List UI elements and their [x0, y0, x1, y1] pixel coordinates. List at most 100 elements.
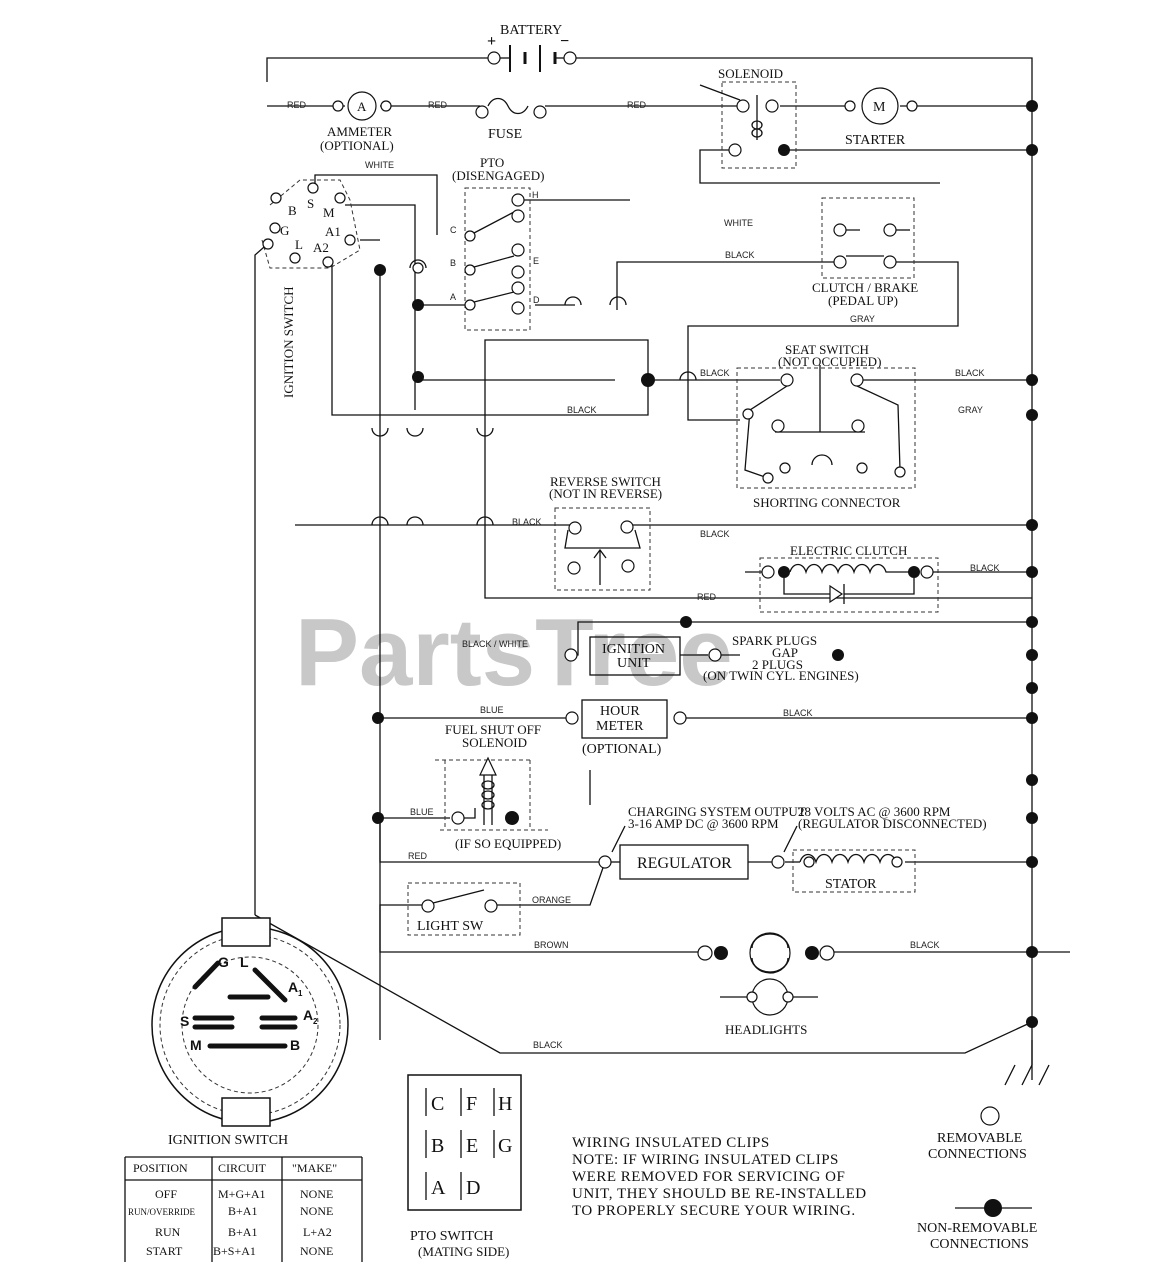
ign-face-l: L [240, 954, 249, 970]
reverse-switch-label: REVERSE SWITCH [550, 474, 661, 489]
fuse-label: FUSE [488, 127, 522, 142]
spark-plugs-label-3: 2 PLUGS [752, 657, 803, 672]
removable-connection-symbol [980, 1106, 1000, 1126]
ign-face-a1: A [288, 979, 298, 995]
charging-label-1: CHARGING SYSTEM OUTPUT [628, 804, 806, 819]
regulator-label: REGULATOR [637, 855, 732, 872]
note-line: WERE REMOVED FOR SERVICING OF [572, 1169, 845, 1185]
light-sw-label: LIGHT SW [417, 919, 484, 934]
ignition-switch-label: IGNITION SWITCH [281, 286, 296, 398]
table-cell: L+A2 [303, 1225, 332, 1239]
note-line: UNIT, THEY SHOULD BE RE-INSTALLED [572, 1186, 867, 1202]
fuel-solenoid-label-2: SOLENOID [462, 735, 527, 750]
fuel-equipped-label: (IF SO EQUIPPED) [455, 836, 561, 851]
table-header: "MAKE" [292, 1161, 337, 1175]
spark-plugs-label-1: SPARK PLUGS [732, 633, 817, 648]
wire-label: RED [408, 851, 428, 861]
hour-meter-optional: (OPTIONAL) [582, 742, 662, 757]
pto-pin-c: C [450, 225, 457, 235]
wire-label: RED [697, 592, 717, 602]
ign-face-a2: A [303, 1007, 313, 1023]
fuse: FUSE [475, 97, 547, 142]
table-header: POSITION [133, 1161, 188, 1175]
hour-meter-label-1: HOUR [600, 704, 640, 719]
ignition-unit: IGNITION UNIT SPARK PLUGS GAP 2 PLUGS (O… [564, 616, 859, 683]
starter-letter: M [873, 100, 886, 115]
pto-switch-label: PTO SWITCH [410, 1229, 493, 1244]
battery-plus: + [487, 33, 496, 50]
clutch-brake-label: CLUTCH / BRAKE [812, 280, 918, 295]
ammeter: A AMMETER (OPTIONAL) [320, 91, 394, 153]
note-line: NOTE: IF WIRING INSULATED CLIPS [572, 1152, 839, 1168]
wire-label: ORANGE [532, 895, 571, 905]
note-line: TO PROPERLY SECURE YOUR WIRING. [572, 1203, 856, 1219]
wire-label: GRAY [850, 314, 875, 324]
bus-connections [372, 100, 1038, 1028]
light-switch: LIGHT SW [407, 882, 521, 936]
pto-pin-e: E [533, 256, 539, 266]
wire-label: BROWN [534, 940, 569, 950]
ign-pin-l: L [295, 237, 303, 252]
seat-switch: SEAT SWITCH (NOT OCCUPIED) SHORTING CONN… [736, 342, 916, 510]
starter: M STARTER [844, 87, 918, 148]
note-line: WIRING INSULATED CLIPS [572, 1135, 770, 1151]
wire-label: BLACK / WHITE [462, 639, 528, 649]
volts-label-1: 28 VOLTS AC @ 3600 RPM [798, 804, 951, 819]
pto-grid-c: C [431, 1093, 444, 1115]
wire-label: WHITE [365, 160, 394, 170]
ignition-switch-title: IGNITION SWITCH [168, 1133, 288, 1148]
pto-state-label: (DISENGAGED) [452, 168, 544, 183]
pto-grid-f: F [466, 1093, 477, 1115]
seat-switch-state: (NOT OCCUPIED) [778, 354, 881, 369]
table-cell: B+A1 [228, 1204, 257, 1218]
wire-label: RED [287, 100, 307, 110]
wire-labels: RED RED RED WHITE WHITE BLACK GRAY BLACK… [287, 100, 1000, 1050]
solenoid: SOLENOID [699, 66, 797, 169]
ignition-unit-label-2: UNIT [617, 656, 651, 671]
battery: BATTERY + − [487, 23, 577, 72]
legend-removable: REMOVABLE [937, 1131, 1022, 1146]
table-cell: M+G+A1 [218, 1187, 266, 1201]
fuel-solenoid-label-1: FUEL SHUT OFF [445, 722, 541, 737]
wire-label: BLACK [512, 517, 542, 527]
spark-plugs-label-2: GAP [772, 645, 798, 660]
battery-label: BATTERY [500, 23, 562, 38]
table-cell: OFF [155, 1187, 177, 1201]
reverse-switch: REVERSE SWITCH (NOT IN REVERSE) [549, 474, 662, 591]
stator: STATOR [792, 849, 916, 893]
ign-pin-b: B [288, 203, 297, 218]
ign-pin-g: G [280, 223, 289, 238]
legend-non-removable: NON-REMOVABLE [917, 1221, 1037, 1236]
ign-face-a1-sub: 1 [298, 989, 303, 998]
pto-grid-b: B [431, 1135, 444, 1157]
ignition-unit-label-1: IGNITION [602, 642, 665, 657]
wire-label: BLACK [700, 529, 730, 539]
table-cell: B+A1 [228, 1225, 257, 1239]
legend-non-removable-2: CONNECTIONS [930, 1237, 1029, 1252]
stator-label: STATOR [825, 877, 877, 892]
solenoid-label: SOLENOID [718, 66, 783, 81]
ignition-table: POSITION CIRCUIT "MAKE" OFF M+G+A1 NONE … [124, 1156, 363, 1262]
watermark: PartsTree [295, 599, 733, 706]
volts-label-2: (REGULATOR DISCONNECTED) [798, 816, 987, 831]
table-cell: NONE [300, 1187, 333, 1201]
hour-meter: HOUR METER (OPTIONAL) [565, 699, 687, 757]
ign-pin-a2: A2 [313, 240, 329, 255]
wire-label: BLUE [480, 705, 504, 715]
seat-switch-label: SEAT SWITCH [785, 342, 869, 357]
ign-face-m: M [190, 1037, 202, 1053]
table-cell: RUN/OVERRIDE [128, 1207, 196, 1217]
table-cell: NONE [300, 1244, 333, 1258]
ign-face-g: G [218, 954, 229, 970]
pto-grid-a: A [431, 1177, 446, 1199]
table-cell: NONE [300, 1204, 333, 1218]
wires [254, 57, 1070, 1086]
ignition-switch-face: G L A 1 A 2 S M B IGNITION SWITCH [151, 917, 349, 1148]
wire-label: BLACK [955, 368, 985, 378]
pto-switch-schematic: PTO (DISENGAGED) H C B A E D [450, 155, 544, 331]
pto-grid-h: H [498, 1093, 512, 1115]
starter-label: STARTER [845, 133, 906, 148]
hour-meter-label-2: METER [596, 719, 644, 734]
ammeter-letter: A [357, 99, 367, 114]
